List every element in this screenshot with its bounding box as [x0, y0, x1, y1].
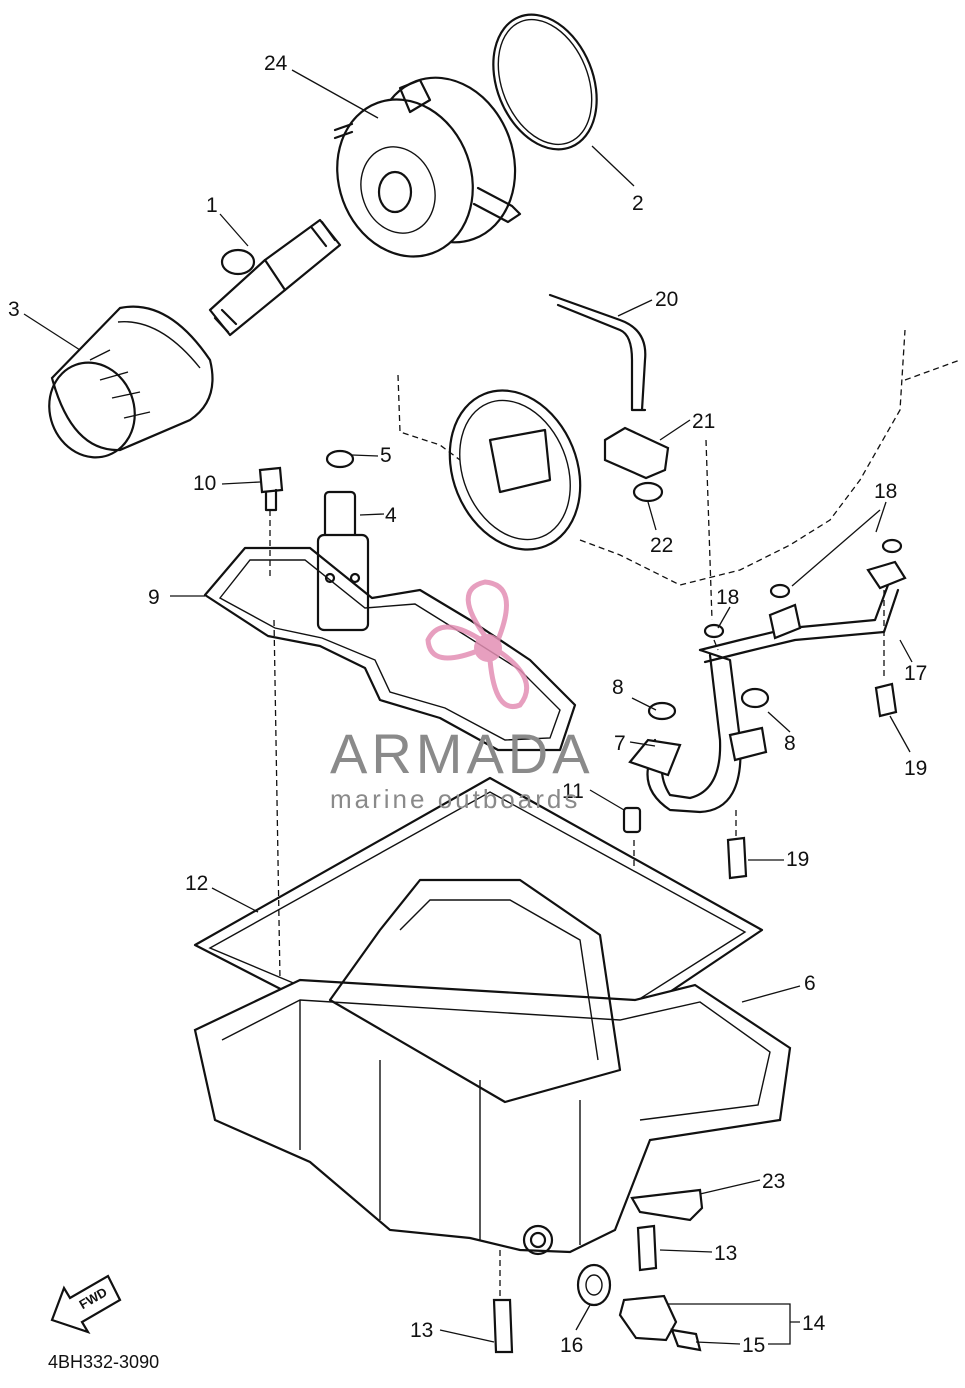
- part-oil-delivery-pipe: [646, 648, 742, 814]
- callout-8-left: 8: [612, 676, 624, 699]
- callout-9: 9: [148, 586, 160, 609]
- callout-13-right: 13: [714, 1242, 737, 1265]
- part-bracket: [630, 1188, 704, 1222]
- callout-18-mid: 18: [716, 586, 739, 609]
- callout-11: 11: [562, 780, 584, 803]
- leader-lines: [23, 69, 913, 1345]
- callout-15: 15: [742, 1334, 765, 1357]
- propeller-logo-icon: [425, 579, 530, 709]
- part-o-ring-18b: [769, 583, 791, 599]
- callout-18-top: 18: [874, 480, 897, 503]
- callout-22: 22: [650, 534, 673, 557]
- part-o-ring-18c: [881, 538, 903, 554]
- callout-5: 5: [380, 444, 392, 467]
- part-strainer-housing: [448, 389, 582, 551]
- part-grommet: [603, 426, 670, 480]
- callout-20: 20: [655, 288, 678, 311]
- callout-21: 21: [692, 410, 715, 433]
- diagram-reference-code: 4BH332-3090: [48, 1352, 159, 1372]
- part-bolt-15: [670, 1328, 702, 1352]
- part-strainer-gasket: [203, 546, 577, 752]
- callout-23: 23: [762, 1170, 785, 1193]
- callout-1: 1: [206, 194, 218, 217]
- callout-13-left: 13: [410, 1319, 433, 1342]
- callout-12: 12: [185, 872, 208, 895]
- callout-19-mid: 19: [786, 848, 809, 871]
- part-union-bolt: [208, 218, 342, 337]
- part-washer: [576, 1263, 612, 1307]
- part-bolt-19b: [726, 836, 748, 880]
- part-drain-plug: [618, 1294, 678, 1342]
- callout-8-right: 8: [784, 732, 796, 755]
- part-oil-cooler: [333, 76, 522, 258]
- part-o-ring-8b: [740, 687, 770, 709]
- part-dowel-pin: [622, 806, 642, 834]
- armada-watermark: ARMADA marine outboards: [330, 579, 594, 814]
- callout-16: 16: [560, 1334, 583, 1357]
- part-bolt-19a: [874, 682, 898, 718]
- callout-2: 2: [632, 192, 644, 215]
- callout-3: 3: [8, 298, 20, 321]
- part-clip: [632, 481, 664, 503]
- part-o-ring: [492, 13, 598, 151]
- part-oil-pipe: [698, 568, 900, 664]
- part-pipe-fitting: [316, 490, 370, 632]
- callout-24: 24: [264, 52, 288, 75]
- callout-17: 17: [904, 662, 927, 685]
- part-pipe: [548, 293, 647, 412]
- part-o-ring-18a: [703, 623, 725, 639]
- part-bolt-13b: [492, 1298, 514, 1354]
- part-bolt-13a: [636, 1224, 658, 1272]
- callout-6: 6: [804, 972, 816, 995]
- callout-7: 7: [614, 732, 626, 755]
- part-small-o-ring: [325, 449, 355, 469]
- part-oil-pan: [193, 878, 792, 1256]
- watermark-brand: ARMADA: [330, 722, 594, 785]
- callout-4: 4: [385, 504, 397, 527]
- watermark-tagline: marine outboards: [330, 784, 580, 814]
- callout-10: 10: [193, 472, 216, 495]
- fwd-arrow-icon: FWD: [50, 1274, 122, 1334]
- part-o-ring-8a: [647, 701, 677, 721]
- callout-14: 14: [802, 1312, 826, 1335]
- part-oil-filter: [48, 305, 214, 459]
- part-bolt-10: [258, 466, 284, 512]
- callout-labels: 24 2 1 3 20 21 5 10 4 22 18 9 18 17 8 8 …: [8, 52, 927, 1357]
- callout-19-right: 19: [904, 757, 927, 780]
